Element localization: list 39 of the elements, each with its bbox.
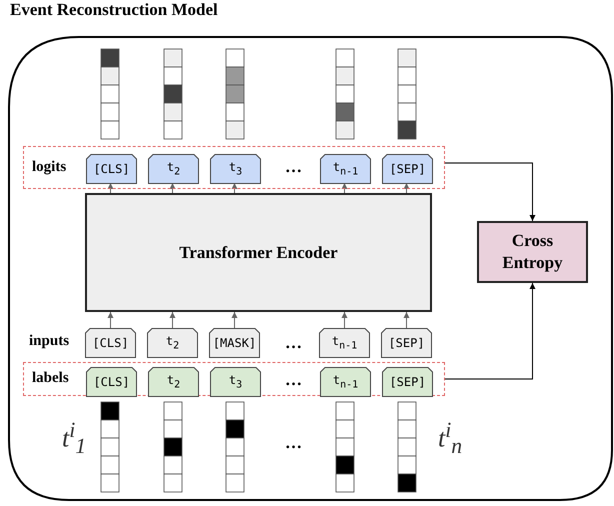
token-box: [SEP] <box>381 328 432 358</box>
token-box: t$_{3}$ <box>210 154 261 184</box>
token-box: t$_{3}$ <box>210 367 261 397</box>
arrow <box>342 182 348 194</box>
token-box: t$_{2}$ <box>148 367 199 397</box>
arrow <box>404 312 410 328</box>
arrow <box>108 182 114 194</box>
arrow <box>232 182 238 194</box>
title: Event Reconstruction Model <box>10 0 218 20</box>
arrow <box>232 312 238 328</box>
row-label: labels <box>32 370 69 387</box>
ellipsis: … <box>285 333 302 353</box>
arrow <box>404 182 410 194</box>
token-box: t$_{n-1}$ <box>320 154 371 184</box>
loss-box: Cross Entropy <box>477 221 588 283</box>
token-box: [SEP] <box>382 367 433 397</box>
token-box: t$_{n-1}$ <box>320 367 371 397</box>
token-group <box>23 146 445 189</box>
arrow <box>170 182 176 194</box>
token-box: [CLS] <box>86 367 137 397</box>
token-box: [CLS] <box>86 154 137 184</box>
ellipsis: … <box>285 433 302 453</box>
row-label: logits <box>32 158 66 176</box>
token-box: [SEP] <box>382 154 433 184</box>
arrow <box>342 312 348 328</box>
token-box: [MASK] <box>209 328 260 358</box>
row-label: inputs <box>29 333 70 350</box>
encoder-box: Transformer Encoder <box>85 193 432 312</box>
arrow <box>108 312 114 328</box>
token-box: t$_{2}$ <box>147 328 198 358</box>
arrow <box>444 282 536 380</box>
ellipsis: … <box>285 157 302 177</box>
token-box: t$_{2}$ <box>148 154 199 184</box>
token-box: [CLS] <box>85 328 136 358</box>
token-group <box>23 362 445 396</box>
ellipsis: … <box>285 370 302 390</box>
token-box: t$_{n-1}$ <box>319 328 370 358</box>
arrow <box>170 312 176 328</box>
arrow <box>444 162 536 222</box>
